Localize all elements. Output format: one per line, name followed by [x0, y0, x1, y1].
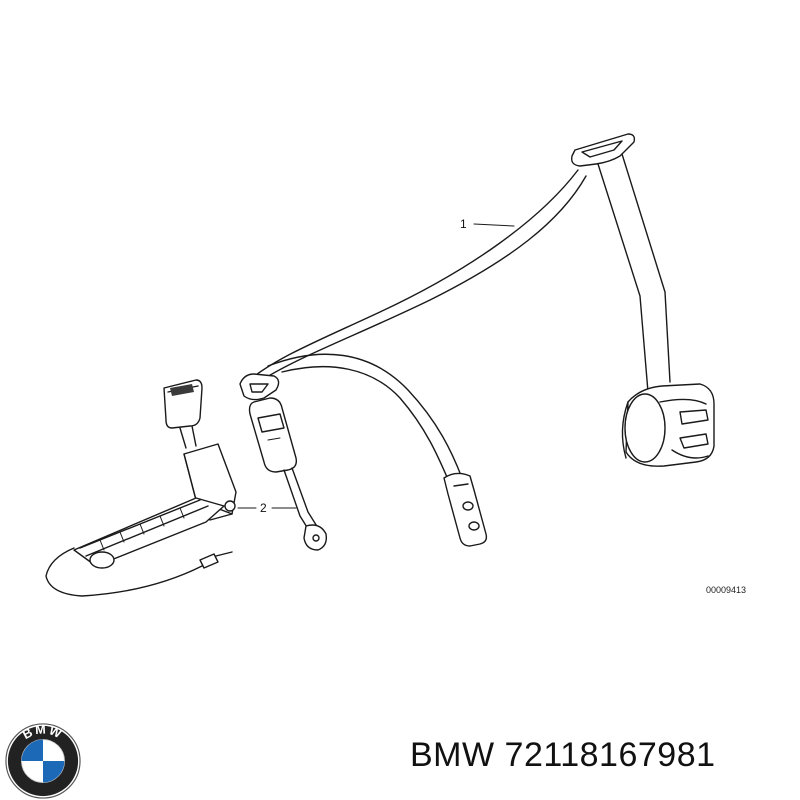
bmw-logo: BMW	[5, 722, 81, 799]
buckle-rail-assembly	[45, 379, 237, 597]
part-number-caption: BMW 72118167981	[410, 736, 716, 774]
svg-text:BMW: BMW	[20, 722, 65, 742]
callout-1: 1	[460, 217, 515, 231]
callout-2-label: 2	[260, 501, 267, 515]
callout-2: 2	[237, 501, 297, 515]
bmw-logo-lettering: BMW	[20, 722, 63, 742]
callout-1-label: 1	[460, 217, 467, 231]
lower-belt-end-fitting	[443, 472, 488, 547]
shoulder-belt	[251, 169, 587, 485]
buckle-on-cable	[248, 397, 328, 551]
shoulder-anchor-loop	[570, 133, 636, 167]
belt-tongue-plate	[239, 373, 280, 401]
drawing-code: 00009413	[706, 585, 746, 595]
vertical-belt-strap	[597, 153, 671, 393]
belt-retractor	[621, 383, 715, 467]
